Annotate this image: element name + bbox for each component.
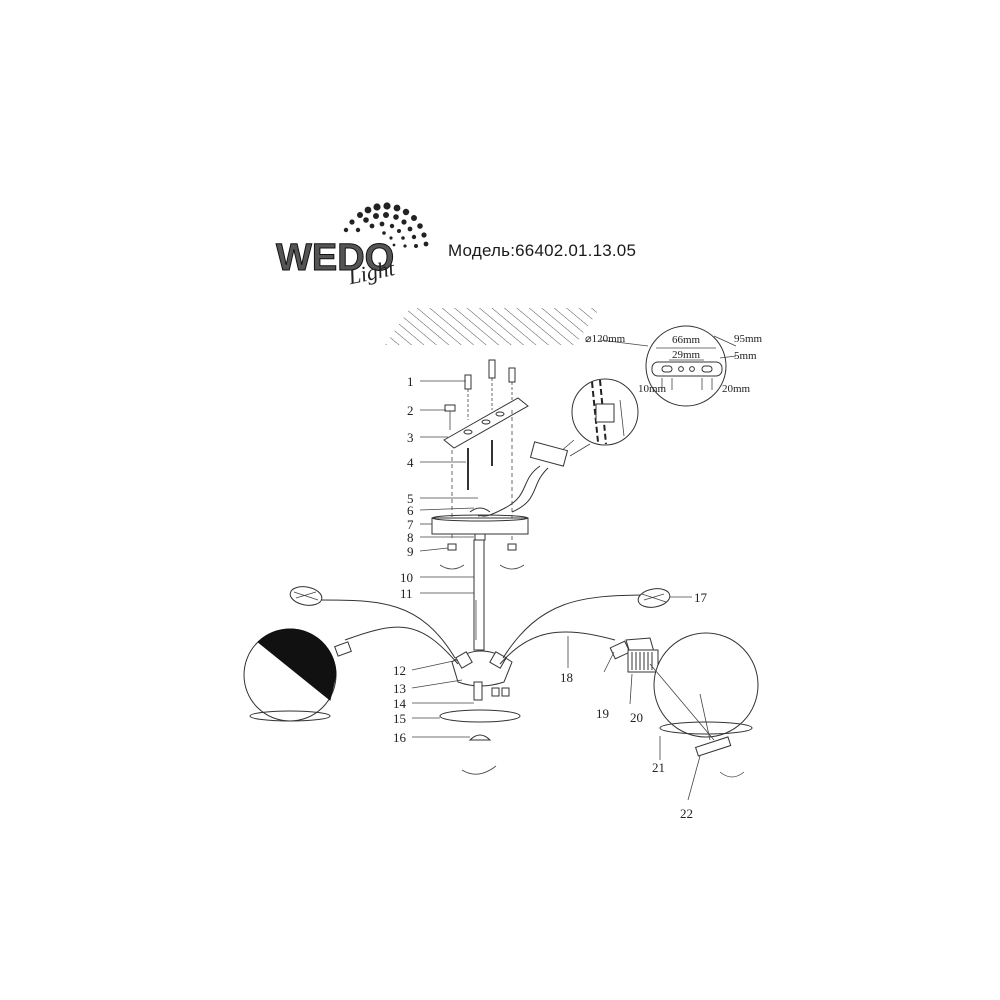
part-label-10: 10 xyxy=(400,570,413,585)
part-label-4: 4 xyxy=(407,455,414,470)
crystal-pendant-left xyxy=(289,586,323,606)
part-label-17: 17 xyxy=(694,590,708,605)
part-label-5: 5 xyxy=(407,491,414,506)
dim-20: 20mm xyxy=(722,383,751,395)
screw-top-right xyxy=(508,367,516,410)
logo-dots xyxy=(343,202,429,248)
mounting-bracket-3 xyxy=(443,397,529,449)
glass-shade-right xyxy=(649,632,759,741)
dim-29: 29mm xyxy=(672,349,701,361)
part-label-19: 19 xyxy=(596,706,609,721)
part-label-7: 7 xyxy=(407,517,414,532)
model-number-title: Модель:66402.01.13.05 xyxy=(448,241,637,260)
part-label-1: 1 xyxy=(407,374,414,389)
dim-95: 95mm xyxy=(734,333,763,345)
dim-66: 66mm xyxy=(672,334,701,346)
glass-shade-left xyxy=(243,628,352,722)
crystal-pendant-right xyxy=(637,588,671,608)
central-hub xyxy=(439,650,521,775)
part-label-12: 12 xyxy=(393,663,406,678)
part-label-6: 6 xyxy=(407,503,414,518)
part-label-2: 2 xyxy=(407,403,414,418)
part-label-11: 11 xyxy=(400,586,413,601)
bulb-22 xyxy=(694,736,745,778)
part-label-16: 16 xyxy=(393,730,407,745)
dim-diameter: ⌀120mm xyxy=(585,333,626,345)
part-label-20: 20 xyxy=(630,710,643,725)
part-label-8: 8 xyxy=(407,530,414,545)
part-label-13: 13 xyxy=(393,681,406,696)
part-label-15: 15 xyxy=(393,711,406,726)
mounting-hardware xyxy=(443,359,529,540)
logo-wordmark: WEDO xyxy=(276,237,394,279)
bolt-2 xyxy=(444,404,456,430)
lamp-holder-right xyxy=(609,637,659,673)
screw-4 xyxy=(467,440,493,490)
bracket-dimension-detail: ⌀120mm 66mm 29mm 95mm 5mm 10mm 20mm xyxy=(585,325,763,407)
part-label-21: 21 xyxy=(652,760,665,775)
leader-lines xyxy=(411,380,701,801)
wiring-connector-detail xyxy=(559,378,639,457)
lamp-arms xyxy=(317,594,651,665)
part-label-3: 3 xyxy=(407,430,414,445)
screw-1 xyxy=(464,374,472,420)
ceiling-hatch xyxy=(385,308,600,345)
part-label-14: 14 xyxy=(393,696,407,711)
part-labels: 1 2 3 4 5 6 7 8 9 10 11 12 13 14 15 16 1… xyxy=(393,374,708,821)
canopy-assembly xyxy=(431,507,529,651)
dim-5: 5mm xyxy=(734,350,757,362)
part-label-18: 18 xyxy=(560,670,573,685)
part-label-9: 9 xyxy=(407,544,414,559)
part-label-22: 22 xyxy=(680,806,693,821)
brand-logo: WEDO Light xyxy=(276,202,429,289)
screw-top-center xyxy=(488,359,496,410)
terminal-block xyxy=(477,441,569,517)
dim-10: 10mm xyxy=(638,383,667,395)
